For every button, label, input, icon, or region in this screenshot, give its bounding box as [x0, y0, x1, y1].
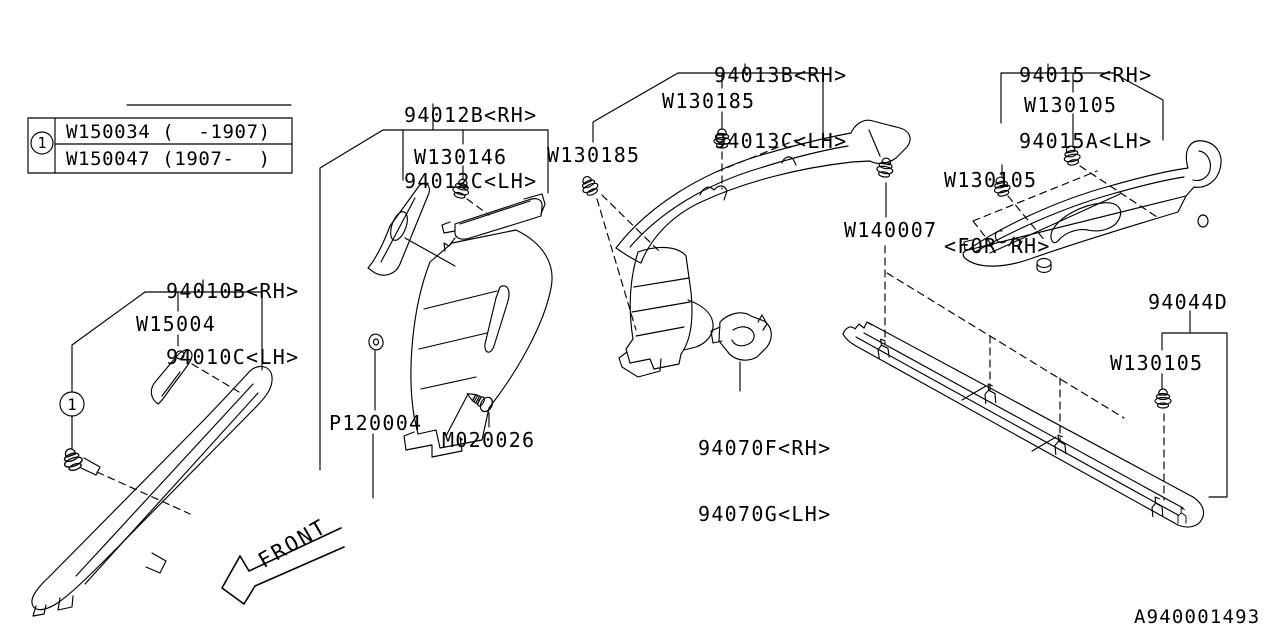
screw-icon [462, 386, 496, 415]
dashed-leader-lines [96, 139, 1165, 515]
label-94012-rh: 94012B<RH> [404, 103, 538, 127]
grommet-icon [368, 333, 384, 351]
label-94070-rh: 94070F<RH> [698, 436, 832, 460]
front-arrow [221, 527, 345, 605]
part-c-pillar-trim [615, 119, 911, 264]
part-b-pillar-cap [441, 193, 546, 252]
label-w130105-mid: W130105 [1024, 93, 1118, 117]
part-grip-hook [150, 349, 193, 405]
label-w130105-bottom: W130105 [1110, 351, 1204, 375]
clip-icon-w130105-bottom [1154, 388, 1172, 409]
part-b-pillar-blade [367, 182, 430, 276]
diagram-id-code: A940001493 [1134, 606, 1261, 628]
label-94013-lh: 94013C<LH> [714, 129, 848, 153]
ref-marker-1: 1 [67, 395, 77, 414]
ref-table-marker: 1 [37, 134, 47, 152]
label-94010: 94010B<RH> 94010C<LH> [166, 236, 299, 412]
label-m020026: M020026 [442, 428, 536, 452]
leader-lines [59, 63, 1228, 499]
part-rear-panel [842, 321, 1205, 528]
label-w130185-mid: W130185 [662, 89, 756, 113]
label-w15004: W15004 [136, 312, 217, 336]
label-94010-lh: 94010C<LH> [166, 345, 300, 369]
label-94015: 94015 <RH> 94015A<LH> [1019, 20, 1152, 196]
part-c-pillar-lower [618, 246, 714, 378]
label-94012: 94012B<RH> 94012C<LH> [404, 60, 537, 236]
label-p120004: P120004 [329, 411, 423, 435]
clip-icon-ref1 [59, 445, 101, 476]
part-quarter-trim [962, 140, 1222, 274]
part-94070-bracket [710, 312, 772, 361]
label-w130105-forrh-note: <FOR RH> [944, 234, 1051, 258]
label-w130105-forrh: W130105 <FOR RH> [944, 125, 1051, 301]
ref-table-row1: W150034 ( -1907) [66, 121, 271, 143]
part-a-pillar-trim [31, 365, 273, 617]
part-b-pillar-trim [403, 229, 553, 458]
label-94015-lh: 94015A<LH> [1019, 129, 1153, 153]
label-w130185-left: W130185 [547, 143, 641, 167]
label-94044d: 94044D [1148, 290, 1229, 314]
ref-table-lines [27, 104, 293, 174]
label-94010-rh: 94010B<RH> [166, 279, 300, 303]
clip-icon-w130185-left [577, 173, 602, 199]
label-w130105-forrh-num: W130105 [944, 168, 1038, 192]
label-94013: 94013B<RH> 94013C<LH> [714, 20, 847, 196]
ref-table-row2: W150047 (1907- ) [66, 148, 271, 170]
label-w130146: W130146 [414, 145, 508, 169]
label-94013-rh: 94013B<RH> [714, 63, 848, 87]
label-94070: 94070F<RH> 94070G<LH> [698, 393, 831, 569]
label-w140007: W140007 [844, 218, 938, 242]
fastener-clips [59, 128, 1172, 476]
label-94070-lh: 94070G<LH> [698, 502, 832, 526]
label-94012-lh: 94012C<LH> [404, 169, 538, 193]
label-94015-rh: 94015 <RH> [1019, 63, 1153, 87]
